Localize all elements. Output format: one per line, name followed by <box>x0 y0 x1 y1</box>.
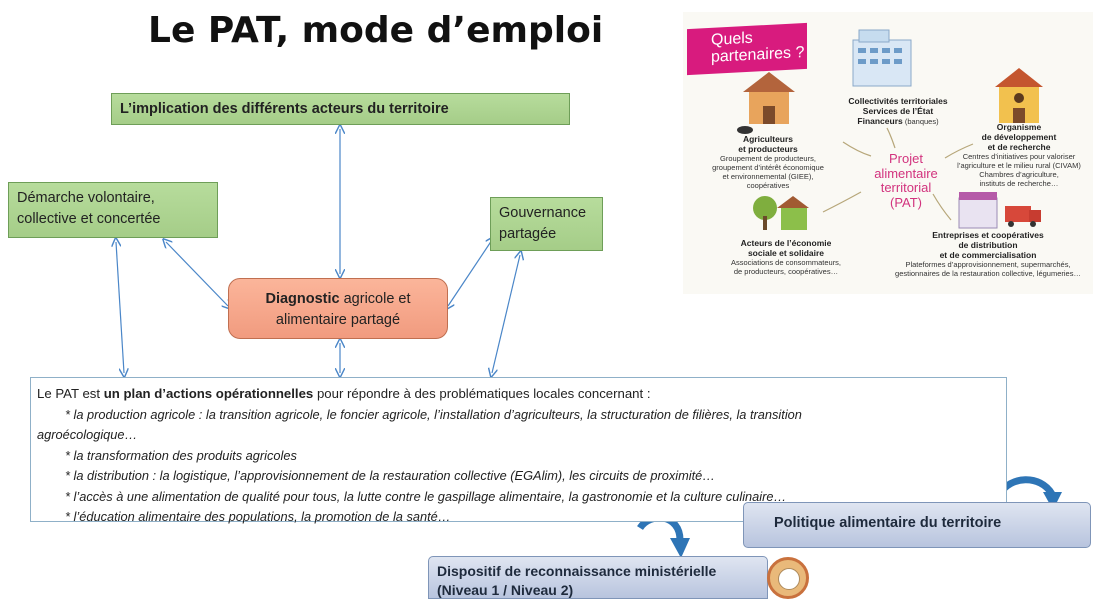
page-title: Le PAT, mode d’emploi <box>148 10 604 51</box>
ess-desc-1: Associations de consommateurs, <box>730 258 842 267</box>
pat-intro: Le PAT est un plan d’actions opérationne… <box>37 384 1000 405</box>
implication-box: L’implication des différents acteurs du … <box>111 93 570 125</box>
entreprises-title-1: Entreprises et coopératives <box>932 230 1044 240</box>
diagnostic-line-1: Diagnostic agricole et <box>235 289 441 310</box>
pat-item-transformation: * la transformation des produits agricol… <box>65 447 297 463</box>
pat-center-3: territorial <box>880 180 932 195</box>
partners-illustrations <box>737 29 1043 230</box>
demarche-line-1: Démarche volontaire, <box>17 190 155 206</box>
agriculteurs-title-2: et producteurs <box>738 144 798 154</box>
gouvernance-box: Gouvernance partagée <box>490 197 603 251</box>
pat-label-logo <box>767 557 809 599</box>
collectivites-title-1: Collectivités territoriales <box>848 96 948 106</box>
entreprises-label: Entreprises et coopératives de distribut… <box>883 230 1093 278</box>
organisme-title-2: de développement <box>981 132 1057 142</box>
diagnostic-rest: agricole et <box>339 291 411 307</box>
ess-title-1: Acteurs de l’économie <box>740 238 832 248</box>
financeurs-bold: Financeurs <box>857 116 903 126</box>
agriculteurs-desc-3: et environnemental (GIEE), <box>722 172 814 181</box>
organisme-desc-3: Chambres d’agriculture, <box>979 170 1059 179</box>
curved-arrow-politique <box>996 476 1055 497</box>
gouvernance-line-2: partagée <box>499 226 557 242</box>
organisme-desc-2: l’agriculture et le milieu rural (CIVAM) <box>957 161 1081 170</box>
logo-center-icon <box>778 568 800 590</box>
entreprises-desc-2: gestionnaires de la restauration collect… <box>895 269 1081 278</box>
entreprises-title-3: et de commercialisation <box>939 250 1037 260</box>
farm-house-icon <box>737 72 795 134</box>
agriculteurs-title-1: Agriculteurs <box>742 134 794 144</box>
organisme-title-3: et de recherche <box>987 142 1051 152</box>
politique-box: Politique alimentaire du territoire <box>743 502 1091 548</box>
pat-description-box: Le PAT est un plan d’actions opérationne… <box>30 377 1007 524</box>
dispositif-line-2: (Niveau 1 / Niveau 2) <box>437 582 574 598</box>
ess-houses-icon <box>753 196 809 230</box>
pat-item-acces: * l’accès à une alimentation de qualité … <box>65 488 787 504</box>
ess-title-2: sociale et solidaire <box>747 248 825 258</box>
partners-infographic: Quels partenaires ? <box>683 12 1093 294</box>
dispositif-line-1: Dispositif de reconnaissance ministériel… <box>437 563 717 579</box>
organisme-label: Organisme de développement et de recherc… <box>945 122 1093 188</box>
demarche-line-2: collective et concertée <box>17 211 161 227</box>
pat-center-1: Projet <box>889 151 923 166</box>
agriculteurs-desc-4: coopératives <box>746 181 790 190</box>
agriculteurs-desc-1: Groupement de producteurs, <box>720 154 816 163</box>
pat-intro-b: pour répondre à des problématiques local… <box>313 386 651 401</box>
research-building-icon <box>995 68 1043 123</box>
collectivites-title-3: Financeurs (banques) <box>803 116 993 126</box>
dispositif-box: Dispositif de reconnaissance ministériel… <box>428 556 768 599</box>
arrow-gouvernance-diagnostic <box>448 240 492 306</box>
ess-desc-2: de producteurs, coopératives… <box>733 267 839 276</box>
gouvernance-line-1: Gouvernance <box>499 205 587 221</box>
organisme-desc-1: Centres d’initiatives pour valoriser <box>962 152 1076 161</box>
ess-label: Acteurs de l’économie sociale et solidai… <box>711 238 861 276</box>
financeurs-rest: (banques) <box>902 117 939 126</box>
organisme-title-1: Organisme <box>996 122 1042 132</box>
entreprises-title-2: de distribution <box>958 240 1018 250</box>
diagnostic-bold: Diagnostic <box>265 291 340 307</box>
curved-arrow-dispositif-head <box>670 538 690 558</box>
pat-center-label: Projet alimentaire territorial (PAT) <box>851 151 961 210</box>
diagnostic-line-2: alimentaire partagé <box>275 312 401 328</box>
partners-arrows <box>822 127 974 221</box>
pat-intro-a: Le PAT est <box>37 386 104 401</box>
collectivites-label: Collectivités territoriales Services de … <box>803 96 993 126</box>
agriculteurs-label: Agriculteurs et producteurs Groupement d… <box>693 134 843 190</box>
market-truck-icon <box>958 192 1041 229</box>
pat-center-2: alimentaire <box>874 165 938 181</box>
arrow-demarche-diagnostic <box>166 242 228 306</box>
collectivites-title-2: Services de l’État <box>862 106 934 116</box>
pat-item-production-cont: agroécologique… <box>37 427 138 442</box>
arrow-gouvernance-pat <box>492 255 520 373</box>
arrow-demarche-pat <box>116 242 124 373</box>
pat-item-distribution: * la distribution : la logistique, l’app… <box>65 468 716 483</box>
organisme-desc-4: instituts de recherche… <box>979 179 1059 188</box>
building-icon <box>852 29 912 87</box>
entreprises-desc-1: Plateformes d’approvisionnement, superma… <box>905 260 1071 269</box>
demarche-box: Démarche volontaire, collective et conce… <box>8 182 218 238</box>
pat-intro-bold: un plan d’actions opérationnelles <box>103 386 314 401</box>
agriculteurs-desc-2: groupement d’intérêt économique <box>712 163 824 172</box>
pat-item-production: * la production agricole : la transition… <box>65 406 802 422</box>
pat-item-education: * l’éducation alimentaire des population… <box>65 509 451 524</box>
diagnostic-box: Diagnostic agricole et alimentaire parta… <box>228 278 448 339</box>
pat-center-4: (PAT) <box>889 194 922 210</box>
